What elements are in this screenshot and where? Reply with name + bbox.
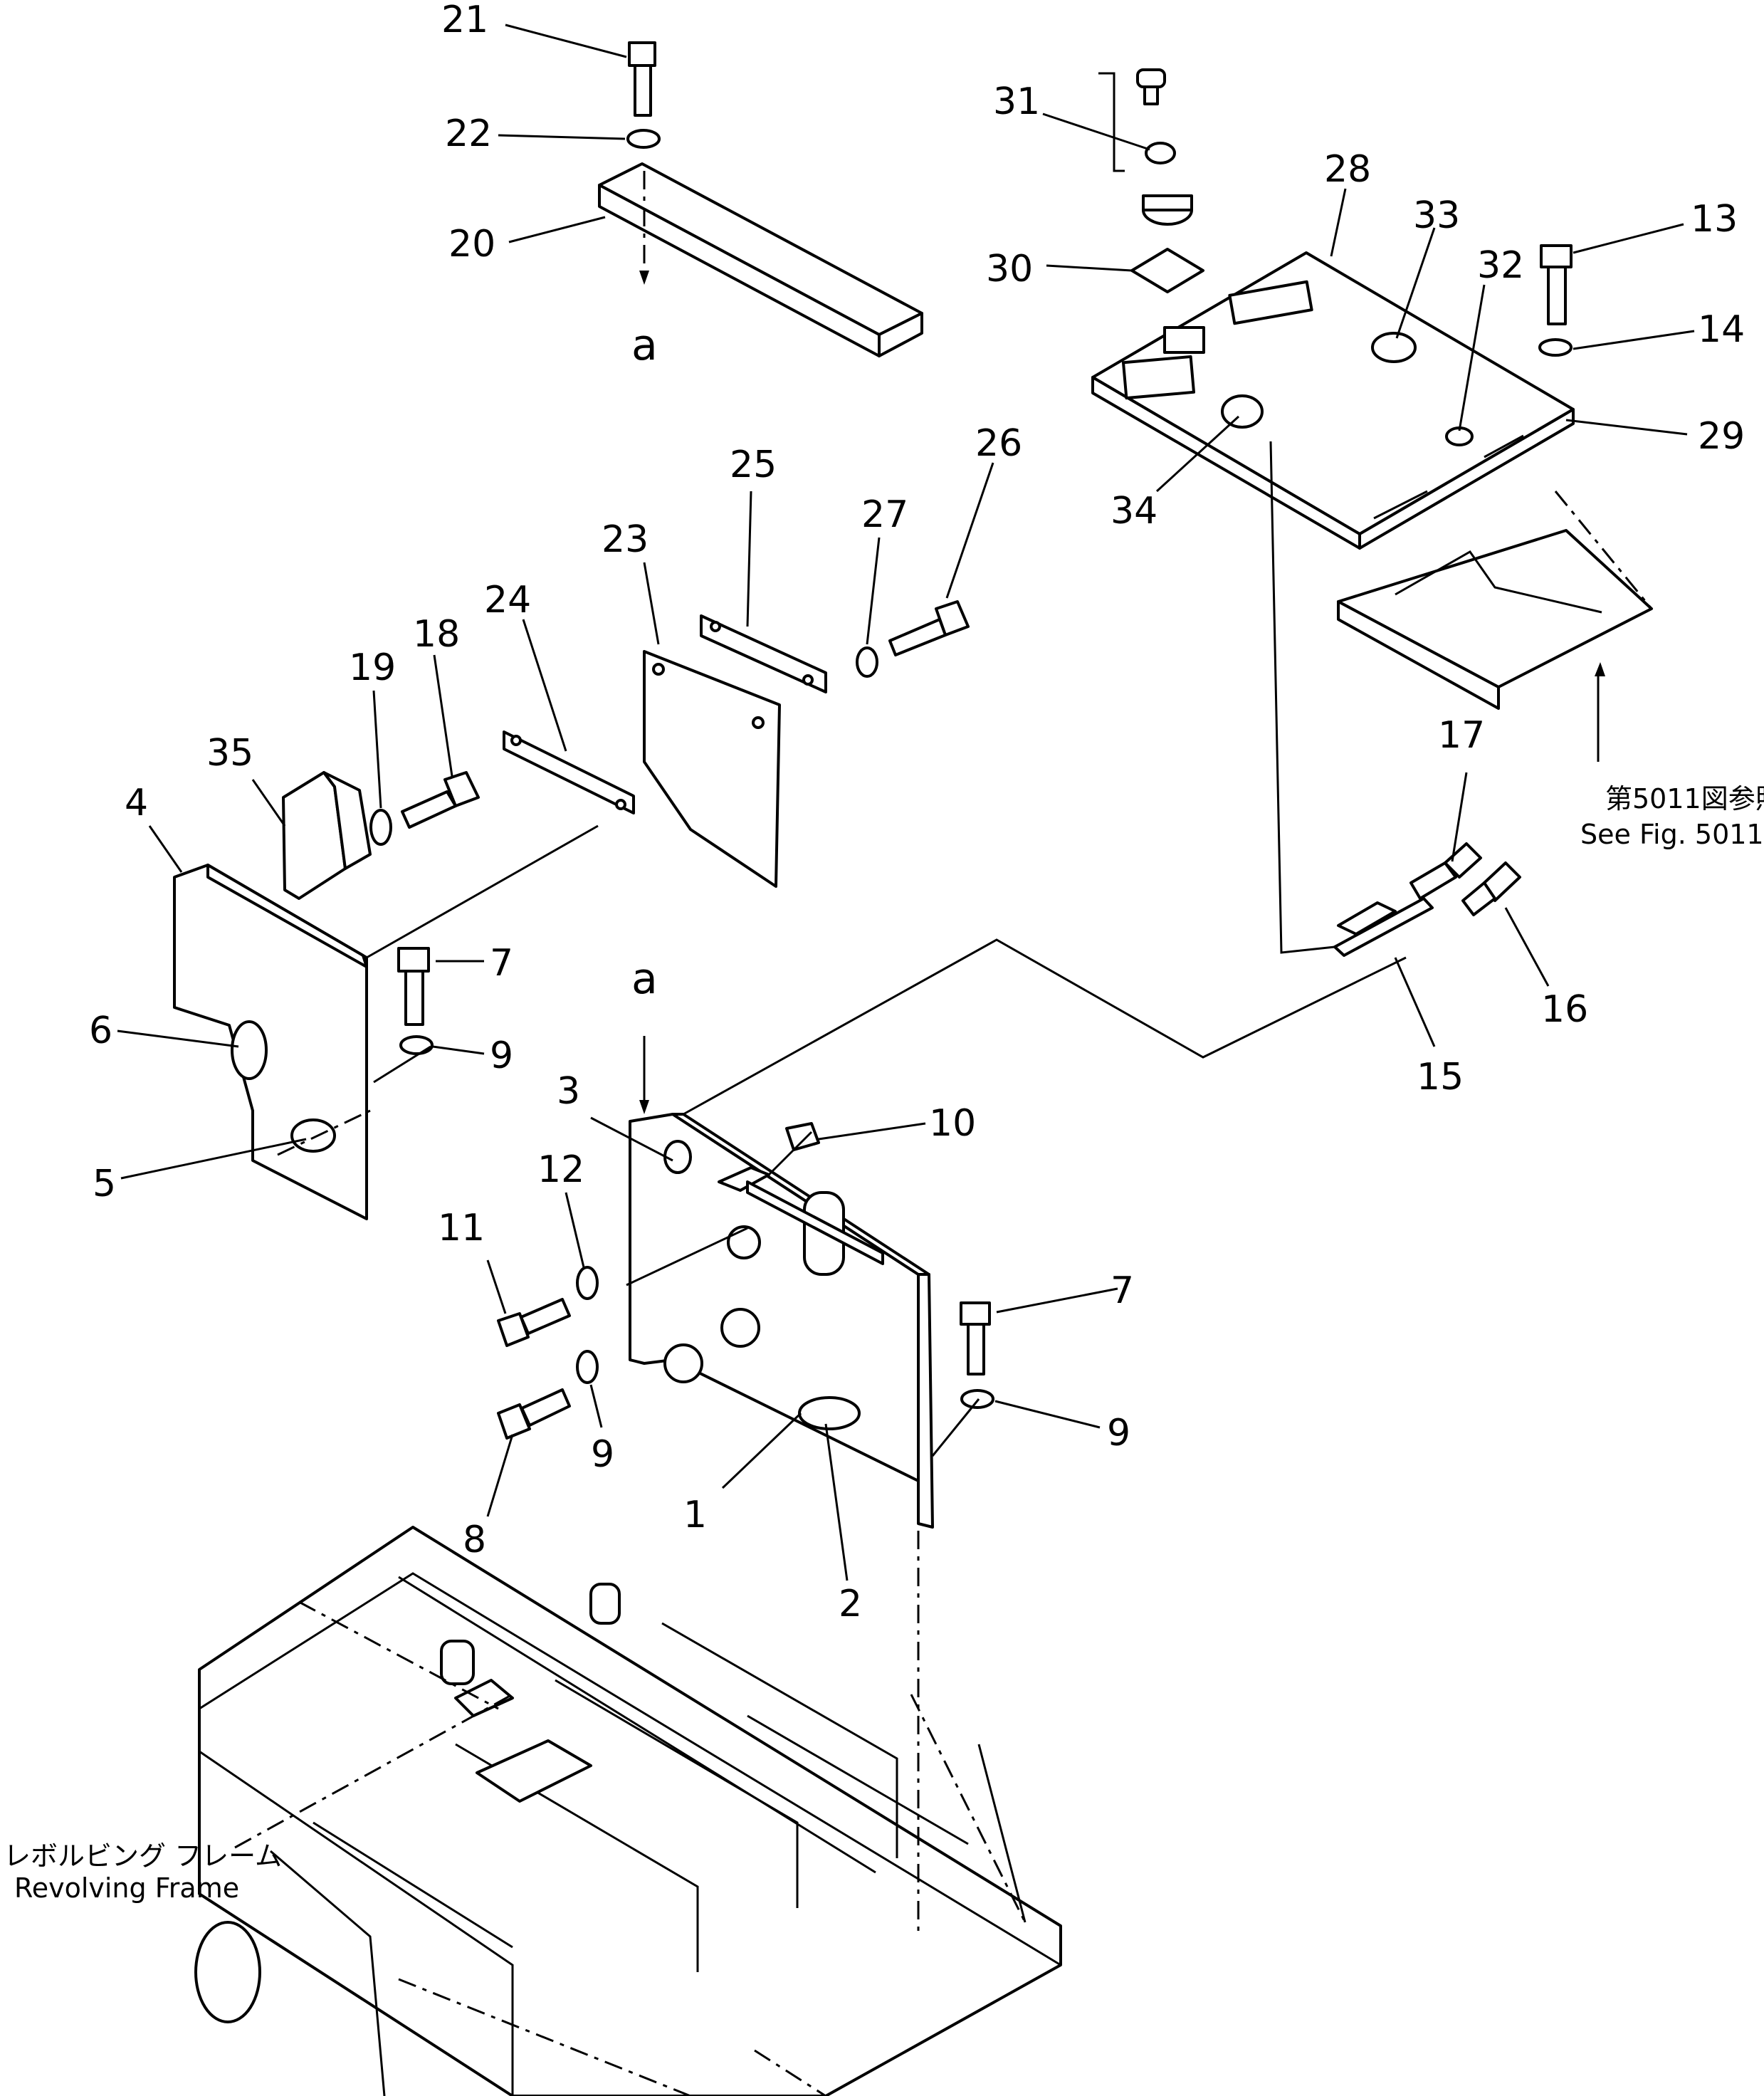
label-29: 29: [1698, 415, 1745, 458]
label-31: 31: [993, 80, 1040, 123]
label-33: 33: [1413, 194, 1460, 237]
label-12: 12: [537, 1148, 584, 1191]
part-12-washer: [576, 1266, 599, 1300]
bracket-link-line: [767, 1131, 813, 1176]
label-5: 5: [93, 1163, 116, 1205]
part-4-left-plate: [173, 864, 371, 1220]
label-24: 24: [484, 579, 531, 622]
part-28-top-panel: [1091, 251, 1575, 550]
revolving-frame: [194, 1526, 1062, 2096]
label-18: 18: [413, 613, 460, 656]
label-28: 28: [1324, 148, 1371, 191]
plate-link-line: [366, 824, 599, 959]
label-30: 30: [986, 248, 1033, 290]
frame-note-jp: レボルビング フレーム: [4, 1840, 282, 1872]
label-8: 8: [463, 1519, 486, 1561]
part-7-bolt-upper: [397, 947, 430, 1026]
part-8-bolt: [497, 1388, 571, 1440]
frame-link-line: [626, 1227, 748, 1287]
part-23-gasket: [643, 650, 781, 888]
part-15-hinge: [1333, 897, 1434, 957]
label-9b: 9: [591, 1433, 614, 1476]
label-20: 20: [448, 223, 495, 266]
part-22-washer: [626, 129, 661, 149]
label-2: 2: [839, 1583, 862, 1625]
part-1-main-plate: [629, 1113, 934, 1529]
label-21: 21: [441, 0, 488, 41]
label-7b: 7: [1111, 1269, 1134, 1312]
label-19: 19: [349, 646, 396, 689]
label-10: 10: [929, 1102, 976, 1145]
tray-see-fig-5011: [1337, 491, 1653, 710]
part-14-washer: [1538, 338, 1573, 357]
label-4: 4: [125, 782, 148, 824]
hinge-link-line: [683, 938, 1407, 1116]
see-fig-note-jp: 第5011図参照: [1605, 783, 1764, 814]
reference-mark-a-upper: a: [631, 320, 658, 370]
label-14: 14: [1698, 308, 1745, 351]
leader-lines: [117, 23, 1695, 1581]
label-15: 15: [1417, 1056, 1464, 1099]
hinge-leader-line: [1269, 441, 1335, 954]
washer-link-line: [931, 1398, 980, 1457]
part-21-bolt: [628, 41, 656, 117]
label-9c: 9: [1107, 1412, 1130, 1455]
label-17: 17: [1438, 714, 1485, 757]
label-34: 34: [1111, 490, 1157, 533]
part-24-strip: [503, 730, 635, 814]
label-32: 32: [1477, 244, 1524, 287]
see-fig-note-en: See Fig. 5011: [1580, 819, 1764, 850]
label-25: 25: [730, 444, 777, 486]
label-26: 26: [975, 422, 1022, 465]
label-7a: 7: [490, 942, 513, 985]
label-11: 11: [438, 1207, 485, 1249]
bolt-link-line: [373, 1045, 431, 1084]
reference-mark-a-lower: a: [631, 954, 658, 1004]
part-30-31-cap: [1098, 68, 1204, 293]
label-16: 16: [1541, 988, 1588, 1031]
part-16-pin: [1461, 861, 1521, 916]
reference-arrow-a-lower: [639, 1100, 649, 1114]
part-18-bolt: [401, 771, 480, 829]
label-35: 35: [206, 732, 253, 775]
part-19-washer: [369, 809, 392, 846]
part-26-bolt: [888, 600, 970, 656]
label-22: 22: [445, 112, 492, 155]
part-11-bolt: [497, 1298, 571, 1347]
label-23: 23: [602, 518, 649, 561]
part-27-washer: [856, 646, 878, 678]
label-27: 27: [861, 493, 908, 536]
label-1: 1: [683, 1494, 707, 1536]
frame-note-en: Revolving Frame: [14, 1872, 239, 1904]
part-17-pin: [1409, 842, 1482, 900]
part-20-cover-strip: [598, 162, 923, 357]
part-13-bolt: [1540, 244, 1573, 325]
label-9a: 9: [490, 1034, 513, 1077]
label-6: 6: [89, 1010, 112, 1052]
part-35-bracket: [282, 771, 372, 900]
label-3: 3: [557, 1070, 580, 1113]
label-13: 13: [1691, 198, 1738, 241]
part-9-washer-right: [960, 1389, 994, 1409]
part-25-strip: [700, 614, 827, 693]
part-9-washer-upper: [399, 1035, 434, 1055]
part-7-bolt-right: [960, 1301, 991, 1376]
part-9-washer-middle: [576, 1350, 599, 1384]
